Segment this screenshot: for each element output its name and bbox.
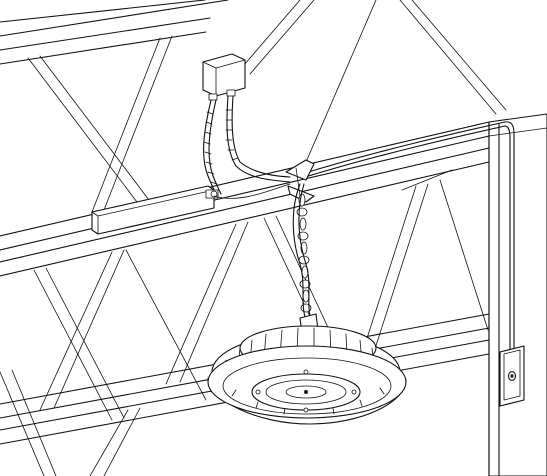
top-truss [0, 0, 507, 213]
bottom-truss [0, 369, 141, 476]
led-driver [91, 185, 219, 235]
wall-switch [499, 345, 525, 407]
flexible-conduit [203, 95, 291, 195]
junction-box [202, 53, 246, 101]
switch-conduit [301, 121, 515, 353]
wall-column [488, 113, 547, 476]
power-cable [213, 183, 312, 321]
hanging-chain [296, 193, 312, 313]
ufo-high-bay-light [207, 313, 407, 425]
